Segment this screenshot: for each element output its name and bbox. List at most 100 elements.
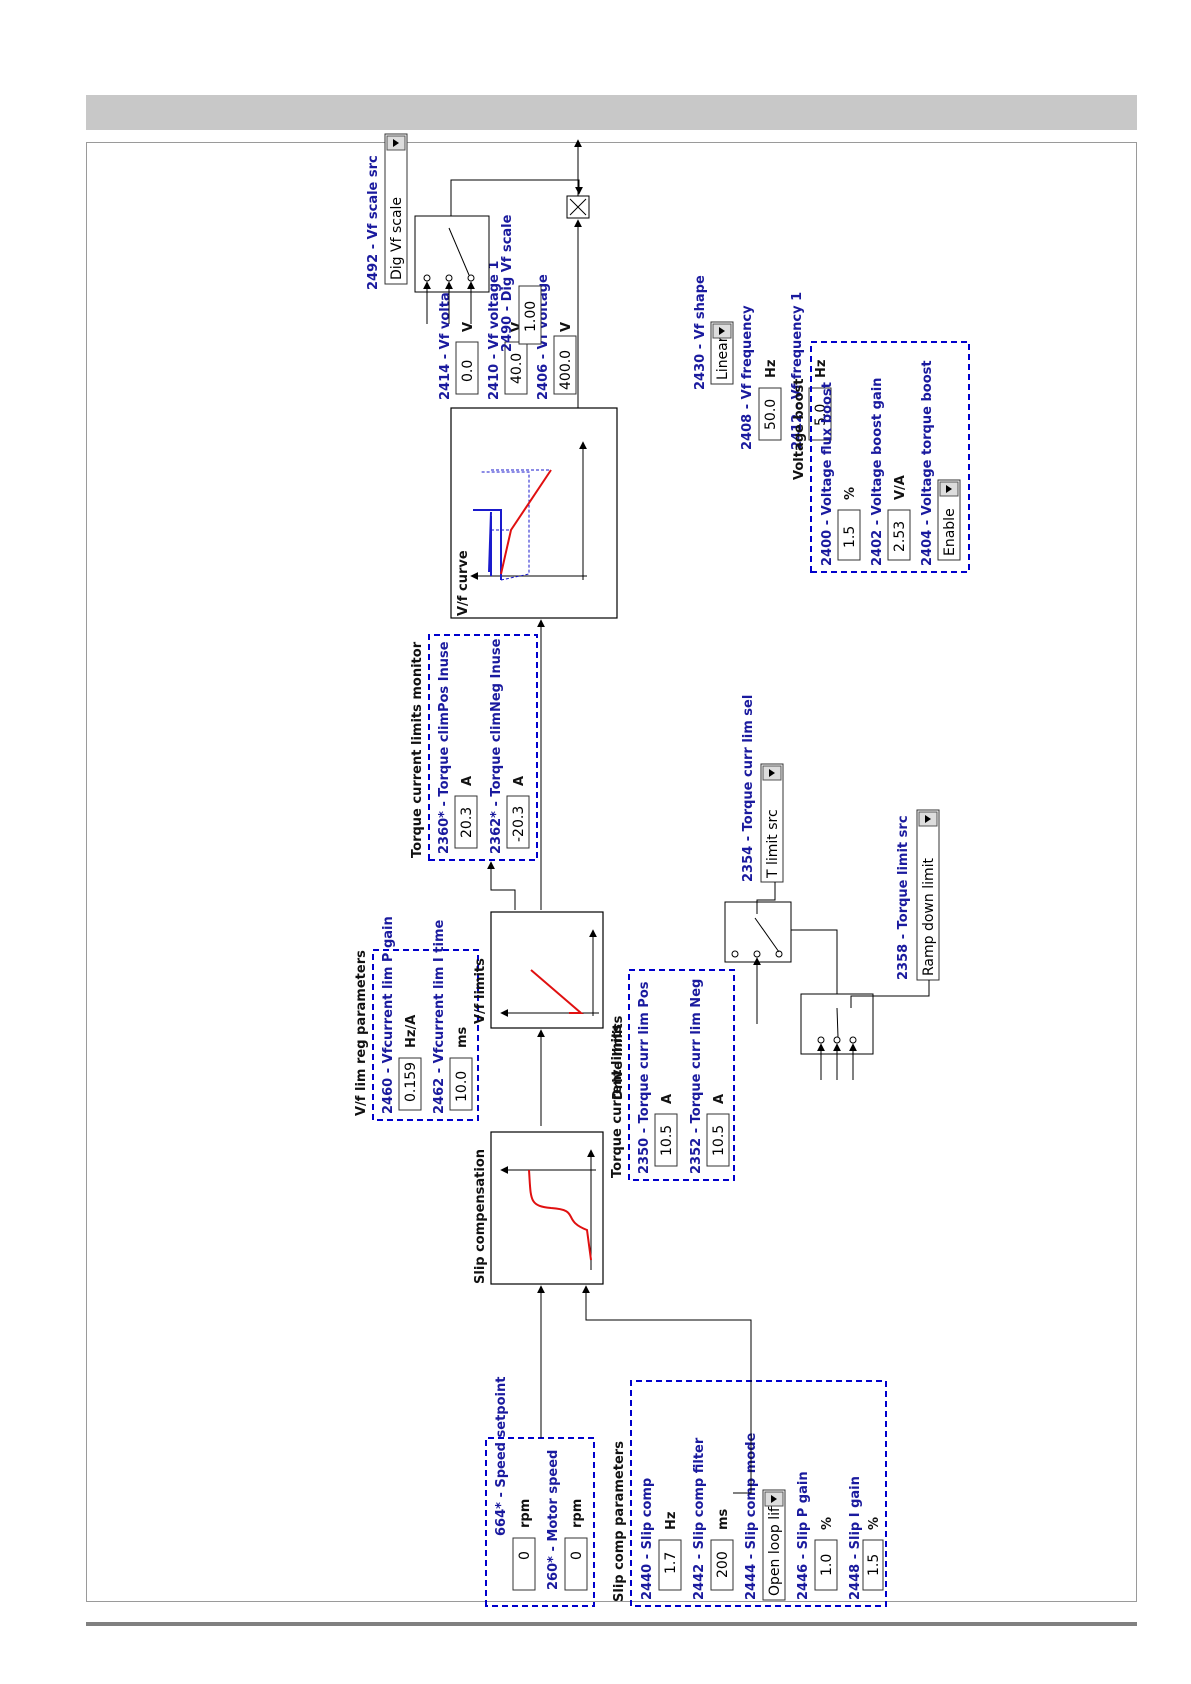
dig-vf-scale-field[interactable] — [518, 285, 542, 345]
slip-comp-params-box — [630, 1380, 887, 1607]
flux-boost-unit: % — [843, 487, 858, 500]
boost-gain-label: 2402 - Voltage boost gain — [870, 378, 885, 566]
vf-scale-src-value: Dig Vf scale — [389, 197, 405, 280]
vf-p-gain-field[interactable] — [398, 1057, 422, 1111]
diagram-frame — [86, 142, 1137, 1602]
lim-pos-unit: A — [660, 1094, 675, 1104]
clim-pos-value: 20.3 — [459, 807, 475, 838]
vf-voltage-field[interactable] — [553, 335, 577, 395]
vf-frequency-field[interactable] — [758, 387, 782, 441]
slip-comp-mode-label: 2444 - Slip comp mode — [744, 1432, 759, 1600]
lim-neg-label: 2352 - Torque curr lim Neg — [689, 979, 704, 1174]
clim-neg-label: 2362* - Torque climNeg Inuse — [489, 638, 504, 854]
torque-limits-monitor-box — [428, 634, 538, 861]
speed-setpoint-unit: rpm — [518, 1499, 533, 1528]
vf-scale-src-select[interactable] — [384, 133, 408, 285]
flux-boost-label: 2400 - Voltage flux boost — [820, 382, 835, 566]
boost-gain-field[interactable] — [887, 509, 911, 561]
slip-comp-mode-select[interactable] — [762, 1489, 786, 1601]
voltage-boost-title: Voltage boost — [792, 379, 807, 481]
torque-limits-monitor-title: Torque current limits monitor — [410, 641, 425, 858]
slip-p-gain-label: 2446 - Slip P gain — [796, 1471, 811, 1600]
boost-gain-value: 2.53 — [892, 521, 908, 552]
speed-setpoint-value: 0 — [517, 1551, 533, 1560]
slip-i-gain-field[interactable] — [862, 1539, 884, 1591]
vf-voltage0-field[interactable] — [455, 341, 479, 395]
lim-neg-field[interactable] — [706, 1113, 730, 1167]
slip-comp-mode-value: Open loop lift — [767, 1501, 783, 1596]
flux-boost-field[interactable] — [837, 509, 861, 561]
torque-limit-src-label: 2358 - Torque limit src — [896, 815, 911, 980]
motor-speed-field — [564, 1537, 588, 1591]
lim-neg-value: 10.5 — [711, 1125, 727, 1156]
lim-pos-field[interactable] — [654, 1113, 678, 1167]
slip-p-gain-unit: % — [820, 1517, 835, 1530]
vf-shape-label: 2430 - Vf shape — [693, 275, 708, 390]
lim-pos-value: 10.5 — [659, 1125, 675, 1156]
lim-neg-unit: A — [712, 1094, 727, 1104]
voltage-boost-box — [810, 341, 970, 573]
slip-comp-filter-field[interactable] — [710, 1539, 734, 1591]
slip-comp-params-title: Slip comp parameters — [612, 1441, 627, 1602]
torque-boost-value: Enable — [942, 508, 958, 556]
clim-neg-value: -20.3 — [511, 806, 527, 842]
dig-vf-scale-label: 2490 - Dig Vf scale — [500, 214, 515, 352]
vf-frequency-label: 2408 - Vf frequency — [740, 305, 755, 450]
chevron-down-icon — [771, 1495, 777, 1503]
chevron-down-icon — [769, 769, 775, 777]
vf-lim-reg-box — [372, 949, 479, 1121]
slip-p-gain-field[interactable] — [814, 1539, 838, 1591]
lim-pos-label: 2350 - Torque curr lim Pos — [637, 981, 652, 1174]
torque-curr-lim-selector-block — [724, 901, 792, 963]
slip-comp-filter-label: 2442 - Slip comp filter — [692, 1437, 707, 1600]
speed-setpoint-field[interactable] — [512, 1537, 536, 1591]
torque-boost-label: 2404 - Voltage torque boost — [920, 360, 935, 566]
slip-comp-filter-unit: ms — [716, 1508, 731, 1530]
vf-voltage1-field[interactable] — [504, 341, 528, 395]
slip-i-gain-unit: % — [867, 1517, 882, 1530]
slip-comp-field[interactable] — [658, 1539, 682, 1591]
slip-comp-filter-value: 200 — [715, 1551, 731, 1578]
flux-boost-value: 1.5 — [842, 526, 858, 548]
vf-frequency-value: 50.0 — [763, 399, 779, 430]
vf-voltage0-unit: V — [461, 322, 476, 332]
chevron-down-icon — [946, 485, 952, 493]
slip-comp-unit: Hz — [664, 1512, 679, 1530]
vf-frequency1-field[interactable] — [808, 387, 832, 441]
slip-comp-value: 1.7 — [663, 1552, 679, 1574]
vf-i-time-unit: ms — [455, 1026, 470, 1048]
vf-p-gain-unit: Hz/A — [404, 1015, 419, 1048]
vf-voltage-value: 400.0 — [558, 350, 574, 390]
slip-i-gain-value: 1.5 — [866, 1554, 882, 1576]
vf-p-gain-label: 2460 - Vfcurrent lim P gain — [381, 916, 396, 1114]
torque-limit-src-value: Ramp down limit — [921, 857, 937, 976]
vf-scale-selector-block — [414, 215, 490, 293]
drive-limits-label: Drive limits — [611, 1015, 626, 1100]
clim-neg-unit: A — [512, 776, 527, 786]
vf-frequency1-label: 2412 - Vf frequency 1 — [790, 292, 805, 450]
chevron-down-icon — [719, 327, 725, 335]
vf-lim-reg-title: V/f lim reg parameters — [354, 950, 369, 1116]
vf-voltage1-label: 2410 - Vf voltage 1 — [487, 261, 502, 400]
torque-current-limits-title: Torque current limits — [610, 1024, 625, 1178]
vf-voltage0-value: 0.0 — [460, 360, 476, 382]
motor-speed-unit: rpm — [570, 1499, 585, 1528]
torque-boost-select[interactable] — [937, 479, 961, 561]
vf-shape-value: Linear — [715, 336, 731, 380]
dig-vf-scale-value: 1.00 — [523, 301, 539, 332]
torque-limit-src-select[interactable] — [916, 809, 940, 981]
clim-neg-field — [506, 795, 530, 849]
vf-scale-src-label: 2492 - Vf scale src — [366, 155, 381, 290]
boost-gain-unit: V/A — [893, 475, 908, 500]
vf-curve-block — [450, 407, 618, 619]
torque-curr-lim-sel-select[interactable] — [760, 763, 784, 883]
vf-i-time-field[interactable] — [449, 1057, 473, 1111]
motor-speed-label: 260* - Motor speed — [546, 1450, 561, 1590]
clim-pos-label: 2360* - Torque climPos Inuse — [437, 641, 452, 854]
vf-voltage1-unit: V — [510, 322, 525, 332]
torque-current-limits-box — [628, 969, 735, 1181]
vf-frequency-unit: Hz — [764, 360, 779, 378]
slip-p-gain-value: 1.0 — [819, 1554, 835, 1576]
vf-curve-title: V/f curve — [456, 550, 471, 616]
